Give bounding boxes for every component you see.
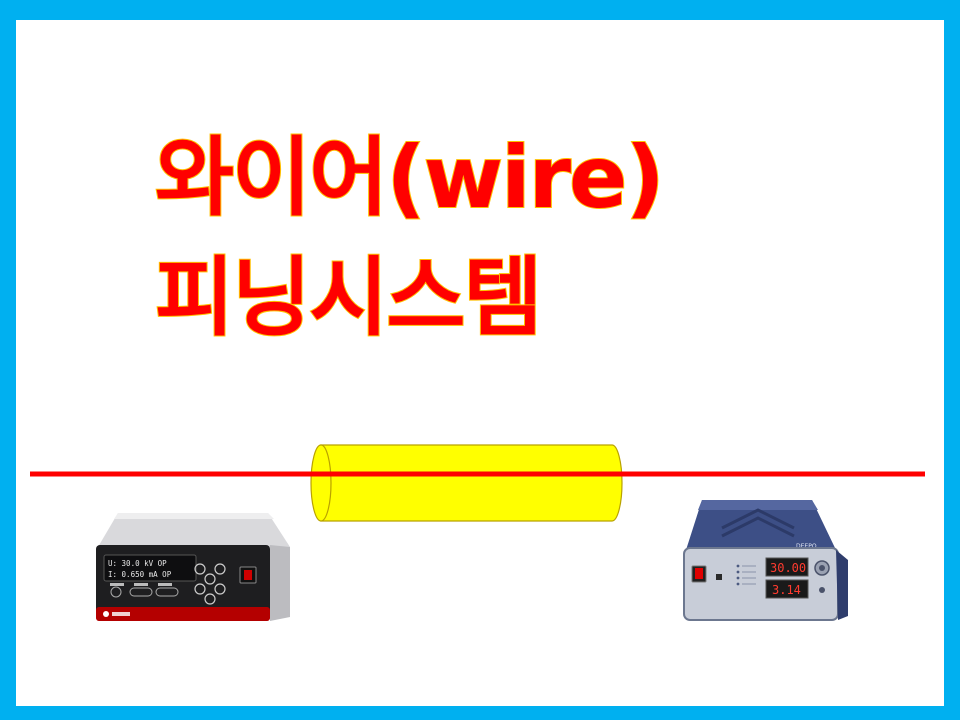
right-controller: DEEPO 30.00 3.14	[683, 500, 848, 621]
left-power-supply: U: 30.0 kV OP I: 0.650 mA OP	[96, 513, 290, 621]
tube-body	[320, 444, 623, 522]
readout-top: 30.00	[770, 561, 806, 575]
lcd-voltage-readout: U: 30.0 kV OP	[108, 559, 167, 568]
title-line-1: 와이어(wire)	[154, 128, 666, 228]
controller-brand-label: DEEPO	[796, 543, 817, 550]
lcd-current-readout: I: 0.650 mA OP	[108, 570, 172, 579]
tube-opening	[310, 444, 332, 522]
readout-bottom: 3.14	[772, 583, 801, 597]
title-line-2: 피닝시스템	[154, 248, 544, 348]
